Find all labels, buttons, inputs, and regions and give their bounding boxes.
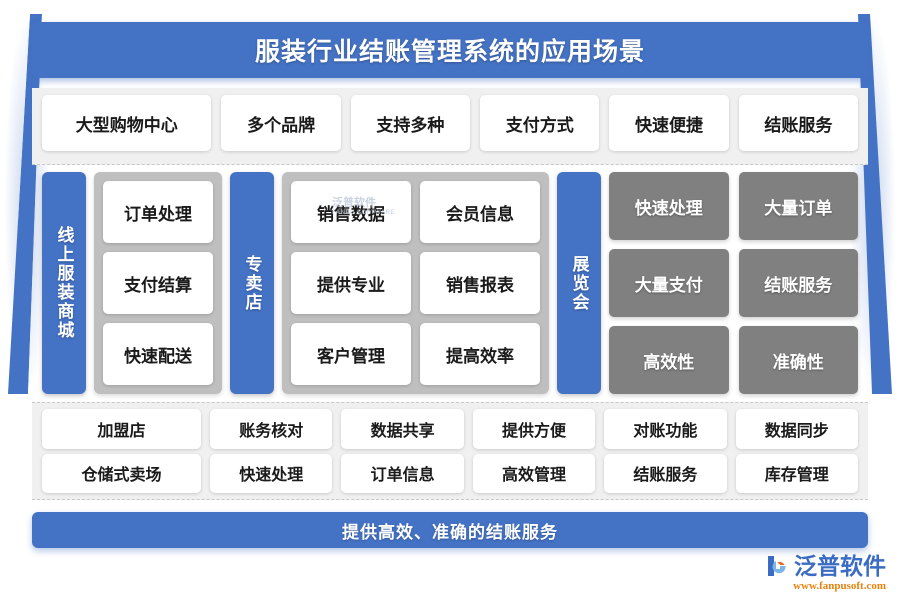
panel-row: 快速配送 (103, 323, 213, 385)
channel-label-exhibition[interactable]: 展览会 (557, 172, 601, 394)
logo-name: 泛普软件 (794, 552, 886, 579)
page-title: 服装行业结账管理系统的应用场景 (254, 38, 645, 66)
panel-row: 大量支付 结账服务 (609, 249, 858, 317)
fanpu-logo-icon (765, 553, 792, 579)
exhibition-panel: 快速处理 大量订单 大量支付 结账服务 高效性 准确性 (609, 172, 858, 394)
top-feature-cell[interactable]: 大型购物中心 (42, 95, 212, 151)
middle-section: 线上服装商城 订单处理 支付结算 快速配送 专卖店 销售数据 会员信息 提供专业… (32, 172, 868, 394)
top-feature-cell[interactable]: 支持多种 (350, 95, 471, 151)
top-feature-band: 大型购物中心 多个品牌 支持多种 支付方式 快速便捷 结账服务 (32, 88, 868, 165)
channel-label-specialty-store[interactable]: 专卖店 (230, 172, 274, 394)
top-feature-row: 大型购物中心 多个品牌 支持多种 支付方式 快速便捷 结账服务 (32, 95, 868, 151)
bottom-feature-cell[interactable]: 对账功能 (604, 409, 727, 449)
feature-cell[interactable]: 客户管理 (291, 323, 411, 385)
feature-cell[interactable]: 大量订单 (738, 172, 858, 240)
feature-cell[interactable]: 支付结算 (103, 252, 213, 314)
feature-cell[interactable]: 结账服务 (738, 249, 858, 317)
brand-logo[interactable]: 泛普软件 www.fanpusoft.com (765, 553, 886, 592)
logo-url: www.fanpusoft.com (793, 580, 886, 592)
specialty-store-panel: 销售数据 会员信息 提供专业 销售报表 客户管理 提高效率 (282, 172, 549, 394)
bottom-feature-cell[interactable]: 快速处理 (210, 453, 333, 493)
top-feature-cell[interactable]: 支付方式 (480, 95, 600, 151)
feature-cell[interactable]: 快速处理 (609, 172, 729, 240)
bottom-feature-cell[interactable]: 仓储式卖场 (42, 453, 202, 493)
bottom-feature-grid: 加盟店 账务核对 数据共享 提供方便 对账功能 数据同步 仓储式卖场 快速处理 … (32, 409, 868, 493)
feature-cell[interactable]: 销售报表 (420, 252, 540, 314)
panel-row: 支付结算 (103, 252, 213, 314)
online-mall-panel: 订单处理 支付结算 快速配送 (94, 172, 222, 394)
bottom-feature-cell[interactable]: 订单信息 (341, 453, 464, 493)
bottom-feature-cell[interactable]: 提供方便 (472, 409, 596, 449)
panel-row: 客户管理 提高效率 (291, 323, 540, 385)
panel-row: 高效性 准确性 (609, 326, 858, 394)
panel-row: 提供专业 销售报表 (291, 252, 540, 314)
bottom-feature-cell[interactable]: 账务核对 (210, 409, 333, 449)
bottom-feature-cell[interactable]: 数据同步 (735, 409, 858, 449)
feature-cell[interactable]: 会员信息 (420, 181, 540, 243)
footer-bar: 提供高效、准确的结账服务 (32, 512, 868, 548)
bottom-feature-band: 加盟店 账务核对 数据共享 提供方便 对账功能 数据同步 仓储式卖场 快速处理 … (32, 402, 868, 500)
bottom-feature-cell[interactable]: 库存管理 (735, 453, 858, 493)
table-row: 仓储式卖场 快速处理 订单信息 高效管理 结账服务 库存管理 (42, 453, 858, 493)
channel-label-text: 线上服装商城 (54, 226, 74, 340)
feature-cell[interactable]: 订单处理 (103, 181, 213, 243)
feature-cell[interactable]: 快速配送 (103, 323, 213, 385)
top-feature-cell[interactable]: 多个品牌 (221, 95, 341, 151)
bottom-feature-cell[interactable]: 高效管理 (472, 453, 596, 493)
page-title-bar: 服装行业结账管理系统的应用场景 (32, 22, 868, 78)
top-feature-cell[interactable]: 快速便捷 (609, 95, 729, 151)
top-feature-cell[interactable]: 结账服务 (738, 95, 858, 151)
table-row: 加盟店 账务核对 数据共享 提供方便 对账功能 数据同步 (42, 409, 858, 449)
feature-cell[interactable]: 高效性 (609, 326, 729, 394)
bottom-feature-cell[interactable]: 数据共享 (341, 409, 464, 449)
feature-cell[interactable]: 提供专业 (291, 252, 411, 314)
panel-row: 订单处理 (103, 181, 213, 243)
footer-text: 提供高效、准确的结账服务 (342, 522, 558, 542)
feature-cell[interactable]: 提高效率 (420, 323, 540, 385)
logo-row: 泛普软件 (765, 553, 886, 579)
feature-cell[interactable]: 销售数据 (291, 181, 411, 243)
feature-cell[interactable]: 大量支付 (609, 249, 729, 317)
panel-row: 快速处理 大量订单 (609, 172, 858, 240)
panel-row: 销售数据 会员信息 (291, 181, 540, 243)
bottom-feature-cell[interactable]: 加盟店 (42, 409, 202, 449)
channel-label-online-mall[interactable]: 线上服装商城 (42, 172, 86, 394)
channel-label-text: 展览会 (569, 254, 589, 312)
feature-cell[interactable]: 准确性 (738, 326, 858, 394)
channel-label-text: 专卖店 (242, 254, 262, 312)
bottom-feature-cell[interactable]: 结账服务 (604, 453, 727, 493)
